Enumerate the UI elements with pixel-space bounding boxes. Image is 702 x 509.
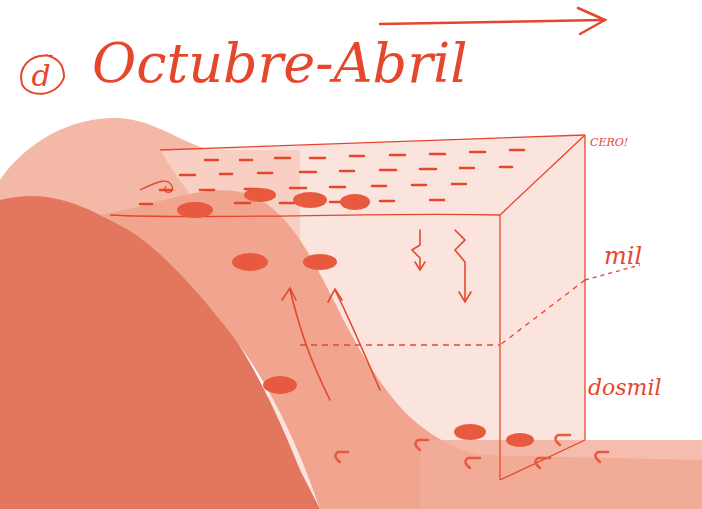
depth-label: mil bbox=[604, 242, 642, 270]
small-shrimp bbox=[335, 435, 608, 468]
depth-label: CERO! bbox=[590, 136, 628, 149]
surface-squiggle bbox=[140, 181, 173, 192]
panel-letter: d bbox=[31, 58, 50, 93]
water-block bbox=[110, 135, 640, 480]
slope-face bbox=[100, 190, 702, 509]
depth-label: dosmil bbox=[588, 375, 662, 400]
surface-ripples bbox=[140, 150, 524, 204]
sea-floor bbox=[420, 440, 702, 509]
shrimp-group bbox=[177, 188, 534, 447]
diagram-title: Octubre-Abril bbox=[92, 32, 468, 95]
direction-arrow bbox=[380, 8, 605, 34]
migration-arrows bbox=[282, 288, 380, 400]
sinking-arrows bbox=[412, 230, 471, 302]
panel-letter-circle: d bbox=[18, 52, 64, 98]
